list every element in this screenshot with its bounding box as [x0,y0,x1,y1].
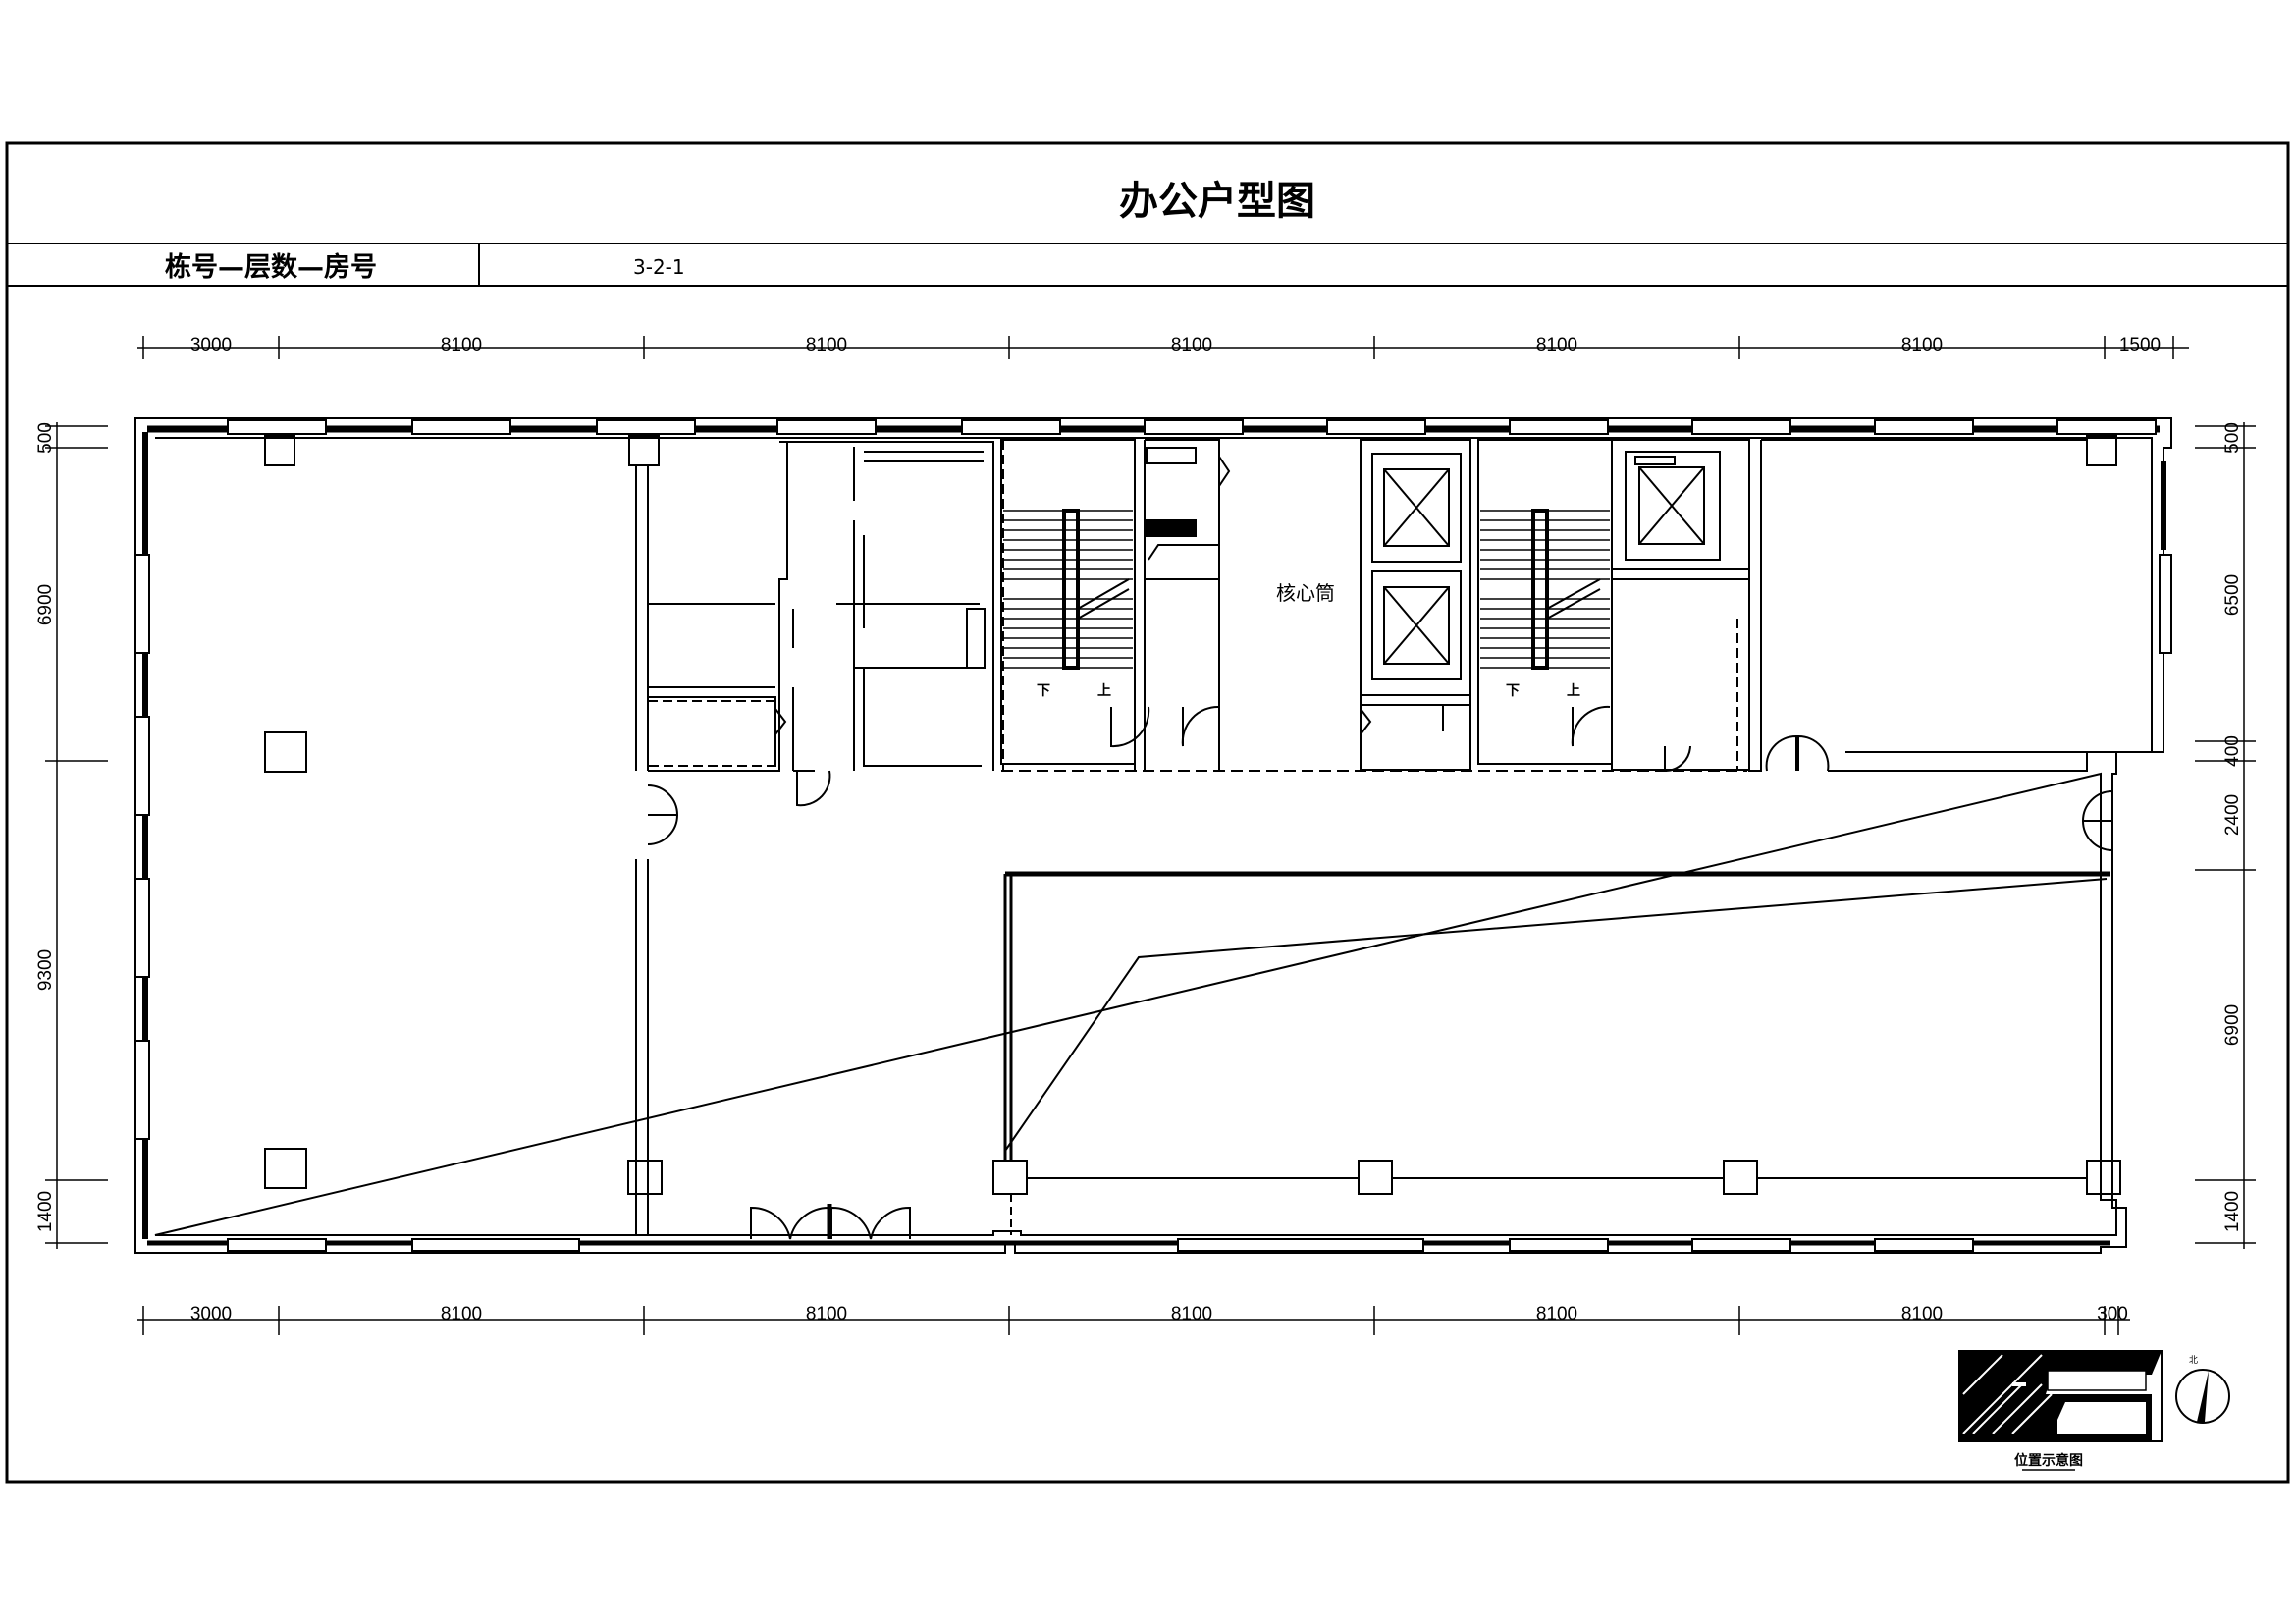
dim-right-5: 6900 [2222,1004,2243,1046]
exterior-wall-inner [154,437,2153,1236]
windows-left [134,554,150,1140]
dim-right-2: 6500 [2222,574,2243,616]
dim-left-3: 9300 [35,949,56,991]
sheet-border [5,141,2290,1484]
title-block: 办公户型图 栋号—层数—房号 3-2-1 [5,141,2290,1484]
stair1-up-label: 上 [1097,683,1111,699]
bottom-dimension-labels: 3000 8100 8100 8100 8100 8100 300 [190,1304,2128,1325]
dim-right-1: 500 [2222,422,2243,454]
elevator-1 [1371,453,1462,563]
core-label: 核心筒 [1276,581,1335,605]
windows-top [227,419,2157,435]
dim-left-4: 1400 [35,1191,56,1232]
dim-top-1: 3000 [190,335,232,355]
key-plan: 位置示意图 [1958,1350,2163,1471]
drawing-title: 办公户型图 [1119,179,1315,224]
header-label: 栋号—层数—房号 [165,251,377,283]
dim-bottom-7: 300 [2097,1304,2128,1325]
dim-bottom-3: 8100 [806,1304,847,1325]
stair2-up-label: 上 [1567,683,1580,699]
elevator-2 [1371,570,1462,680]
dim-top-3: 8100 [806,335,847,355]
windows-bottom [227,1238,1974,1252]
dim-left-2: 6900 [35,584,56,625]
exterior-wall [134,417,2172,1254]
dim-bottom-6: 8100 [1901,1304,1943,1325]
dim-top-7: 1500 [2119,335,2161,355]
dim-right-3: 400 [2222,735,2243,767]
floor-plan [134,417,2172,1254]
dim-right-4: 2400 [2222,794,2243,836]
left-dimension-labels: 500 6900 9300 1400 [35,422,56,1232]
north-label: 北 [2189,1355,2198,1366]
top-dimension-labels: 3000 8100 8100 8100 8100 8100 1500 [190,335,2161,355]
dim-bottom-4: 8100 [1171,1304,1212,1325]
dim-top-4: 8100 [1171,335,1212,355]
dim-bottom-5: 8100 [1536,1304,1577,1325]
dim-right-6: 1400 [2222,1191,2243,1232]
window-right [2159,554,2172,654]
dim-bottom-2: 8100 [441,1304,482,1325]
dim-bottom-1: 3000 [190,1304,232,1325]
header-value: 3-2-1 [633,255,685,279]
dim-top-6: 8100 [1901,335,1943,355]
north-arrow: 北 [2175,1355,2230,1424]
north-arrow-icon [2197,1371,2209,1422]
key-plan-caption: 位置示意图 [2014,1452,2083,1469]
stair2-down-label: 下 [1506,683,1520,699]
right-dimension-labels: 500 6500 400 2400 6900 1400 [2222,422,2243,1232]
dim-top-2: 8100 [441,335,482,355]
dimension-lines [45,336,2256,1335]
columns [264,435,2121,1195]
elevator-3 [1625,451,1721,561]
dim-top-5: 8100 [1536,335,1577,355]
dim-left-1: 500 [35,422,56,454]
stair1-down-label: 下 [1037,683,1050,699]
